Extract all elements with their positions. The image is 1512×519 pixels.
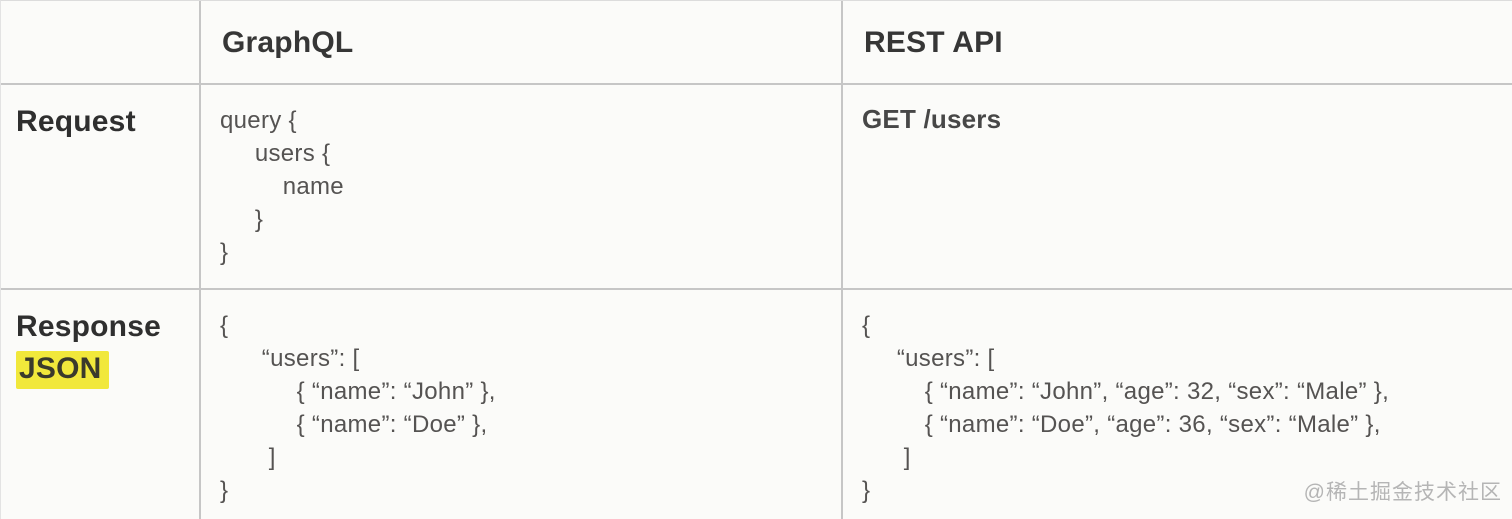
rest-request-code: GET /users xyxy=(862,104,1002,134)
corner-empty-cell xyxy=(1,1,199,83)
graphql-response-cell: { “users”: [ { “name”: “John” }, { “name… xyxy=(201,290,841,519)
response-row-label: Response xyxy=(16,310,161,343)
rest-header-label: REST API xyxy=(864,26,1003,59)
graphql-response-code: { “users”: [ { “name”: “John” }, { “name… xyxy=(220,312,496,504)
juejin-watermark: @稀土掘金技术社区 xyxy=(1303,481,1502,504)
response-row-label-cell: Response JSON xyxy=(1,290,199,519)
rest-response-cell: { “users”: [ { “name”: “John”, “age”: 32… xyxy=(843,290,1512,519)
json-highlighted-label: JSON xyxy=(16,351,109,389)
rest-request-cell: GET /users xyxy=(843,85,1512,288)
rest-column-header: REST API xyxy=(843,1,1512,83)
graphql-request-cell: query { users { name } } xyxy=(201,85,841,288)
graphql-request-code: query { users { name } } xyxy=(220,107,344,266)
rest-response-code: { “users”: [ { “name”: “John”, “age”: 32… xyxy=(862,312,1390,504)
graphql-column-header: GraphQL xyxy=(201,1,841,83)
request-row-label: Request xyxy=(16,105,136,138)
request-row-label-cell: Request xyxy=(1,85,199,288)
graphql-header-label: GraphQL xyxy=(222,26,354,59)
